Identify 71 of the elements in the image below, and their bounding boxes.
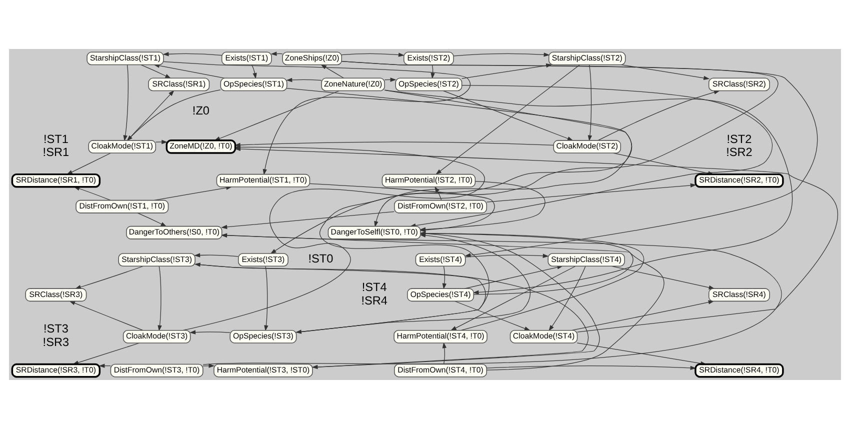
- arrow: [163, 61, 471, 176]
- node-box: HarmPotential(!ST1, !T0): [216, 174, 310, 188]
- node-box: Exists(!ST3): [238, 253, 288, 267]
- arrow: [162, 52, 222, 56]
- arrow: [320, 64, 344, 78]
- arrow: [442, 266, 446, 290]
- arrow: [621, 64, 710, 80]
- label: !ST3 !SR3: [42, 322, 70, 350]
- node-box: StarshipClass(!ST1): [86, 52, 164, 66]
- arrow: [158, 266, 162, 332]
- label: !ST2 !SR2: [726, 132, 752, 160]
- label: !Z0: [192, 103, 210, 118]
- arrow: [155, 140, 168, 144]
- node-box: StarshipClass(!ST4): [548, 253, 625, 267]
- arrow: [341, 52, 404, 57]
- node-box: DistFromOwn(!ST3, !T0): [110, 364, 204, 378]
- node-box: SRClass(!SR2): [708, 78, 770, 92]
- arrow: [123, 64, 128, 142]
- node-box: Exists(!ST4): [415, 253, 466, 267]
- node-box: ZoneNature(!Z0): [321, 78, 385, 92]
- arrow: [190, 330, 230, 334]
- node-box: SRClass(!SR3): [25, 288, 87, 302]
- node-box: ZoneMD(!Z0, !T0): [166, 140, 236, 154]
- node-box: DistFromOwn(!ST4, !T0): [394, 364, 488, 378]
- node-box: OpSpecies(!ST4): [407, 288, 474, 302]
- node-box: DangerToSelfl(!ST0, !T0): [328, 226, 421, 240]
- arrow: [486, 366, 696, 370]
- node-box: SRDistance(!SR2, !T0): [694, 173, 784, 188]
- label: !ST4 !SR4: [361, 280, 388, 308]
- arrow: [588, 64, 592, 142]
- arrow: [436, 64, 580, 175]
- node-box: CloakMode(!ST2): [553, 140, 621, 154]
- arrow: [252, 64, 257, 79]
- node-box: StarshipClass(!ST2): [548, 52, 626, 66]
- arrow: [486, 183, 696, 202]
- node-box: CloakMode(!ST4): [510, 330, 578, 344]
- node-box: CloakMode(!ST1): [88, 140, 156, 154]
- arrow: [442, 342, 447, 364]
- arrow: [462, 63, 552, 79]
- node-box: Exists(!ST2): [404, 52, 454, 66]
- node-box: StarshipClass(!ST3): [118, 253, 196, 267]
- node-box: DangerToOthers(!S0, !T0): [126, 226, 222, 240]
- arrow: [341, 61, 818, 258]
- arrow: [221, 211, 394, 230]
- node-box: HarmPotential(!ST4, !T0): [394, 330, 488, 344]
- node-box: DistFromOwn(!ST1, !T0): [76, 200, 169, 214]
- node-box: CloakMode(!ST3): [122, 330, 191, 344]
- arrow: [453, 52, 550, 57]
- node-box: HarmPotential(!ST2, !T0): [382, 174, 476, 188]
- arrow: [264, 266, 268, 332]
- label: !ST0: [308, 252, 334, 266]
- arrow: [270, 61, 778, 254]
- node-box: SRDistance(!SR1, !T0): [11, 173, 101, 188]
- node-box: HarmPotential(!ST3, !ST0): [214, 364, 313, 378]
- node-box: OpSpecies(!ST1): [220, 78, 288, 92]
- node-box: DistFromOwn(!ST2, !T0): [394, 200, 488, 214]
- node-box: SRDistance(!SR3, !T0): [11, 363, 101, 378]
- node-box: SRClass(!SR4): [708, 288, 770, 302]
- arrow: [194, 253, 238, 258]
- node-box: Exists(!ST1): [221, 52, 272, 66]
- node-box: OpSpecies(!ST3): [230, 330, 297, 344]
- node-box: ZoneShips(!Z0): [282, 52, 342, 66]
- arrow: [465, 254, 549, 258]
- node-box: SRClass(!SR1): [148, 78, 210, 92]
- arrow: [286, 78, 322, 82]
- node-box: OpSpecies(!ST2): [395, 78, 462, 92]
- node-box: SRDistance(!SR4, !T0): [694, 363, 784, 378]
- arrow: [430, 64, 435, 79]
- arrow: [137, 212, 167, 227]
- arrow: [434, 186, 442, 200]
- label: !ST1 !SR1: [42, 132, 70, 160]
